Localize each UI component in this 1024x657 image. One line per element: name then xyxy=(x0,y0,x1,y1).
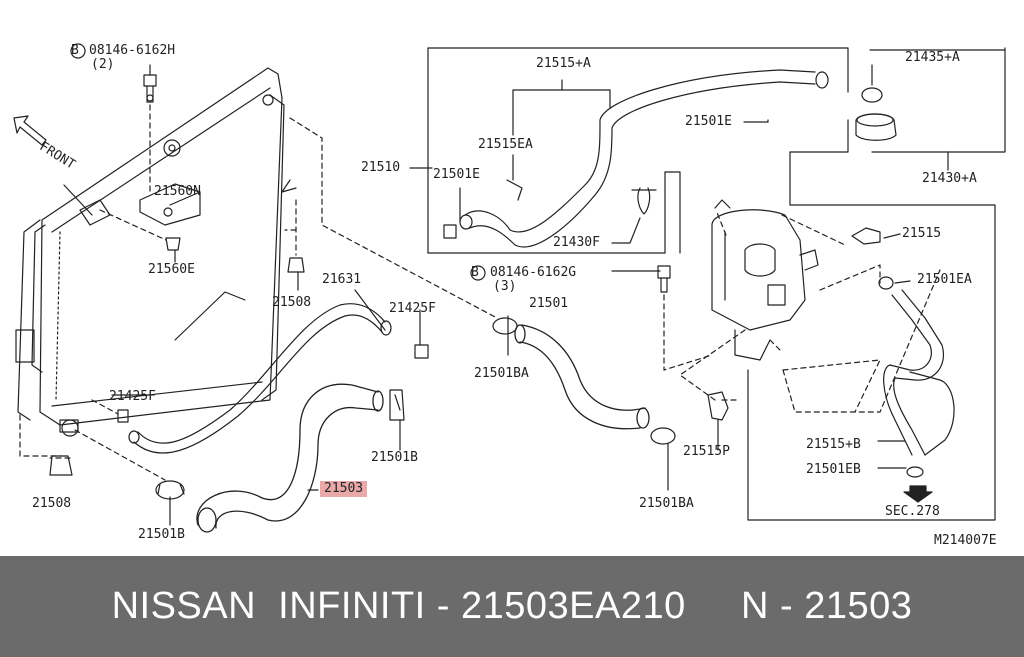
b-mark-1: B xyxy=(71,43,79,58)
bolt-quantity-h: (2) xyxy=(91,57,115,72)
clip-21515EA xyxy=(506,179,523,201)
label-21560e: 21560E xyxy=(148,262,195,277)
diagram-code: M214007E xyxy=(934,533,997,548)
hose-21515B xyxy=(878,276,955,478)
upper-hose-21501 xyxy=(514,324,650,430)
label-21515p: 21515P xyxy=(683,444,730,459)
label-21515-a: 21515+A xyxy=(536,56,591,71)
clamp-21501BA-bottom xyxy=(650,427,676,445)
label-21510: 21510 xyxy=(361,160,401,175)
clamp-21501B-mid xyxy=(389,389,405,421)
label-21501e-left: 21501E xyxy=(433,167,480,182)
box-21510 xyxy=(427,47,849,93)
bolt-08146-6162G xyxy=(657,265,671,293)
lower-hose-21503 xyxy=(196,383,384,533)
clamp-21501E-left xyxy=(443,224,457,239)
label-21515-b: 21515+B xyxy=(806,437,861,452)
label-21501ea: 21501EA xyxy=(917,272,972,287)
rubber-21560E xyxy=(165,237,181,251)
label-21631: 21631 xyxy=(322,272,362,287)
cap-21430A xyxy=(855,113,897,141)
b-mark-circle-1 xyxy=(70,43,86,59)
clip-21425F-left xyxy=(117,409,129,423)
front-arrow-icon xyxy=(13,115,47,146)
label-21425f-top: 21425F xyxy=(389,301,436,316)
box-21515B xyxy=(747,119,996,521)
label-21503-highlighted: 21503 xyxy=(320,481,368,497)
label-21515: 21515 xyxy=(902,226,942,241)
footer-part-info: NISSAN INFINITI - 21503EA210 N - 21503 xyxy=(111,585,913,627)
bolt-part-number-g: 08146-6162G xyxy=(490,265,577,280)
bolt-part-number-h: 08146-6162H xyxy=(89,43,176,58)
clip-21515P xyxy=(707,391,729,421)
bolt-08146-6162H xyxy=(143,74,157,103)
label-21560n: 21560N xyxy=(154,184,201,199)
reservoir-tank-21710 xyxy=(711,199,819,361)
label-21501b-bottom: 21501B xyxy=(138,527,185,542)
label-21425f-left: 21425F xyxy=(109,389,156,404)
radiator xyxy=(15,67,297,437)
label-21508-top: 21508 xyxy=(272,295,312,310)
clamp-21501BA-top xyxy=(492,317,518,335)
label-21501b-mid: 21501B xyxy=(371,450,418,465)
hose-21515 xyxy=(851,227,881,245)
b-mark-circle-2 xyxy=(470,265,486,281)
label-21515ea: 21515EA xyxy=(478,137,533,152)
clip-21425F-top xyxy=(414,344,429,359)
hose-21631 xyxy=(128,303,392,454)
label-21508-bottom: 21508 xyxy=(32,496,72,511)
label-21430f: 21430F xyxy=(553,235,600,250)
mount-21508-top xyxy=(287,257,305,273)
parts-diagram xyxy=(13,43,1006,533)
label-21501e-top: 21501E xyxy=(685,114,732,129)
b-mark-2: B xyxy=(471,265,479,280)
label-21430-a: 21430+A xyxy=(922,171,977,186)
label-21435-a: 21435+A xyxy=(905,50,960,65)
clamp-21501B-bottom xyxy=(155,480,185,500)
footer-banner: NISSAN INFINITI - 21503EA210 N - 21503 xyxy=(0,556,1024,657)
label-21501eb: 21501EB xyxy=(806,462,861,477)
mount-21508-bottom xyxy=(49,455,73,476)
label-21501ba-bottom: 21501BA xyxy=(639,496,694,511)
gasket-21435A xyxy=(861,87,883,103)
label-sec-278: SEC.278 xyxy=(885,504,940,519)
bolt-quantity-g: (3) xyxy=(493,279,517,294)
label-21501: 21501 xyxy=(529,296,569,311)
label-21501ba-top: 21501BA xyxy=(474,366,529,381)
sec-arrow-icon xyxy=(903,485,933,503)
strap-21430F xyxy=(631,187,657,215)
reservoir-hose-21510 xyxy=(459,69,829,248)
